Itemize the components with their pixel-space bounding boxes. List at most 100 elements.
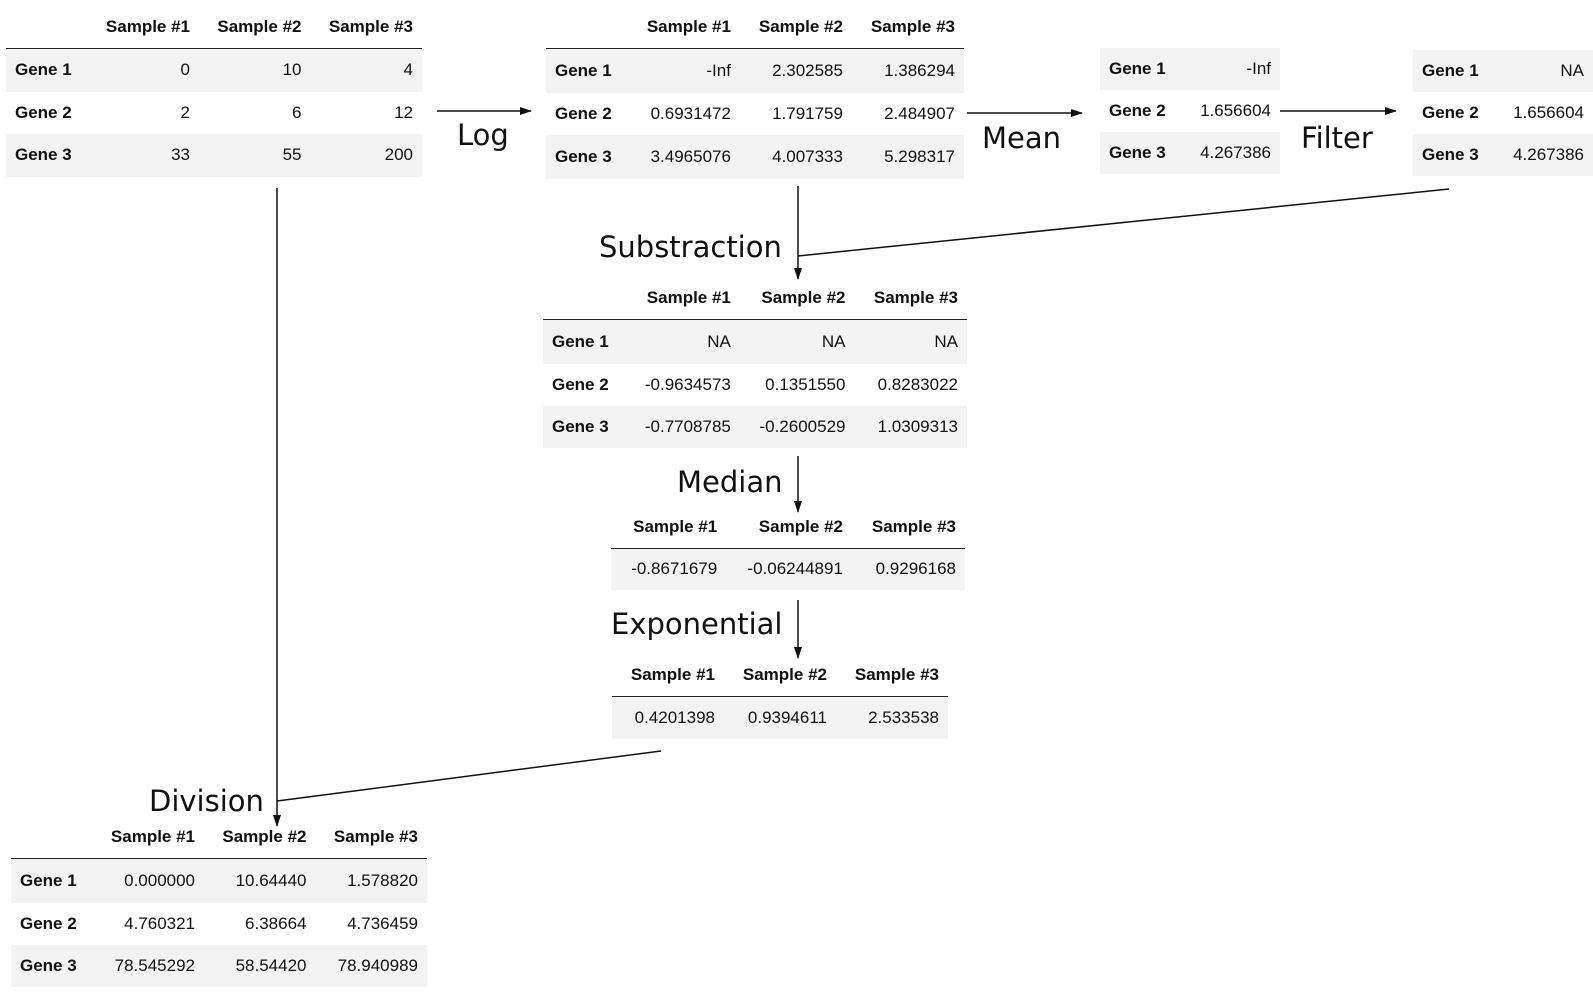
row-header: Gene 2 (552, 374, 609, 394)
table-cell: 3.4965076 (650, 146, 731, 166)
row-header: Gene 2 (1109, 101, 1166, 120)
table-row: 0.4201398 0.9394611 2.533538 (612, 696, 948, 739)
table-cell: 0.000000 (124, 870, 196, 890)
step-label-subtraction: Substraction (599, 230, 782, 264)
table-row: Gene 3 33 55 200 (6, 133, 422, 177)
table-header-row: Sample #1 Sample #2 Sample #3 (611, 505, 965, 549)
table-cell: 12 (394, 102, 413, 122)
column-header: Sample #3 (333, 826, 418, 846)
row-header: Gene 2 (20, 913, 77, 933)
step-label-log: Log (457, 118, 509, 152)
table-cell: -Inf (706, 60, 731, 80)
table-cell: -0.9634573 (644, 374, 731, 394)
raw-counts-table: Sample #1 Sample #2 Sample #3 Gene 1 0 1… (6, 5, 422, 177)
subtraction-table: Sample #1 Sample #2 Sample #3 Gene 1 NA … (543, 276, 967, 448)
column-header: Sample #2 (758, 516, 843, 536)
column-header: Sample #3 (854, 664, 939, 684)
table-cell: 0.9296168 (875, 559, 956, 579)
column-header: Sample #2 (222, 826, 307, 846)
table-cell: 4.736459 (347, 913, 418, 933)
table-cell: 200 (384, 145, 413, 164)
column-header: Sample #2 (742, 664, 827, 684)
table-cell: -Inf (1246, 59, 1271, 78)
line-filter-to-subtraction (797, 188, 1450, 257)
table-cell: 0.9394611 (747, 707, 827, 727)
table-row: Gene 1 -Inf (1100, 48, 1280, 90)
log-table: Sample #1 Sample #2 Sample #3 Gene 1 -In… (546, 5, 964, 179)
row-header: Gene 1 (552, 331, 609, 351)
median-table: Sample #1 Sample #2 Sample #3 -0.8671679… (611, 505, 965, 590)
table-cell: 1.656604 (1513, 103, 1584, 122)
table-row: Gene 1 -Inf 2.302585 1.386294 (546, 48, 964, 93)
table-cell: 2.484907 (884, 103, 955, 123)
column-header: Sample #1 (646, 287, 731, 307)
table-cell: 6 (292, 102, 302, 122)
table-row: -0.8671679 -0.06244891 0.9296168 (611, 548, 965, 590)
table-cell: 33 (171, 145, 191, 164)
mean-table: Gene 1 -Inf Gene 2 1.656604 Gene 3 4.267… (1100, 48, 1280, 174)
table-cell: 4 (403, 60, 413, 80)
table-cell: 1.656604 (1200, 101, 1271, 120)
table-header-row: Sample #1 Sample #2 Sample #3 (6, 5, 422, 49)
table-header-row: Sample #1 Sample #2 Sample #3 (11, 815, 427, 859)
table-cell: 1.791759 (772, 103, 843, 123)
table-cell: -0.8671679 (631, 559, 718, 579)
line-exponential-to-division (276, 750, 662, 802)
table-cell: 58.54420 (235, 955, 307, 975)
row-header: Gene 1 (1422, 61, 1479, 80)
table-header-row: Sample #1 Sample #2 Sample #3 (543, 276, 967, 320)
table-row: Gene 3 78.545292 58.54420 78.940989 (11, 944, 427, 987)
table-cell: 4.760321 (124, 913, 196, 933)
row-header: Gene 1 (1109, 59, 1166, 78)
column-header: Sample #3 (871, 516, 956, 536)
table-row: Gene 3 4.267386 (1413, 134, 1593, 176)
table-cell: 6.38664 (245, 913, 307, 933)
table-cell: 2.302585 (772, 60, 843, 80)
row-header: Gene 3 (1109, 143, 1166, 162)
row-header: Gene 3 (15, 145, 72, 164)
table-row: Gene 2 1.656604 (1413, 92, 1593, 134)
column-header: Sample #1 (105, 16, 191, 36)
column-header: Sample #1 (646, 16, 731, 36)
table-cell: 4.007333 (772, 146, 843, 166)
table-row: Gene 3 4.267386 (1100, 132, 1280, 174)
table-row: Gene 2 2 6 12 (6, 91, 422, 134)
table-cell: 0.4201398 (634, 707, 715, 727)
column-header: Sample #1 (630, 664, 715, 684)
table-cell: NA (707, 331, 731, 351)
table-cell: 4.267386 (1200, 143, 1271, 162)
table-cell: 4.267386 (1513, 145, 1584, 164)
table-cell: -0.06244891 (747, 559, 843, 579)
table-cell: 1.386294 (884, 60, 955, 80)
row-header: Gene 1 (555, 60, 612, 80)
column-header: Sample #1 (633, 516, 718, 536)
table-cell: 0 (180, 60, 191, 80)
table-cell: 2.533538 (868, 707, 939, 727)
table-row: Gene 3 3.4965076 4.007333 5.298317 (546, 134, 964, 179)
row-header: Gene 3 (552, 416, 609, 436)
table-cell: NA (1560, 61, 1584, 80)
step-label-filter: Filter (1301, 121, 1373, 155)
table-header-row: Sample #1 Sample #2 Sample #3 (546, 5, 964, 49)
table-cell: NA (821, 331, 846, 351)
column-header: Sample #1 (110, 826, 196, 846)
table-row: Gene 1 NA NA NA (543, 319, 967, 364)
row-header: Gene 3 (20, 955, 77, 975)
table-row: Gene 1 0.000000 10.64440 1.578820 (11, 858, 427, 903)
table-header-row: Sample #1 Sample #2 Sample #3 (612, 653, 948, 697)
table-cell: 0.8283022 (877, 374, 958, 394)
table-cell: -0.7708785 (644, 416, 731, 436)
table-cell: 1.0309313 (877, 416, 958, 436)
table-cell: NA (934, 331, 958, 351)
table-row: Gene 1 NA (1413, 50, 1593, 92)
column-header: Sample #3 (870, 16, 955, 36)
table-cell: 1.578820 (347, 870, 418, 890)
filter-table: Gene 1 NA Gene 2 1.656604 Gene 3 4.26738… (1413, 50, 1593, 176)
division-table: Sample #1 Sample #2 Sample #3 Gene 1 0.0… (11, 815, 427, 987)
table-cell: 78.940989 (337, 955, 418, 975)
table-cell: 2 (180, 102, 191, 122)
row-header: Gene 1 (20, 870, 77, 890)
row-header: Gene 2 (15, 102, 72, 122)
row-header: Gene 2 (1422, 103, 1479, 122)
